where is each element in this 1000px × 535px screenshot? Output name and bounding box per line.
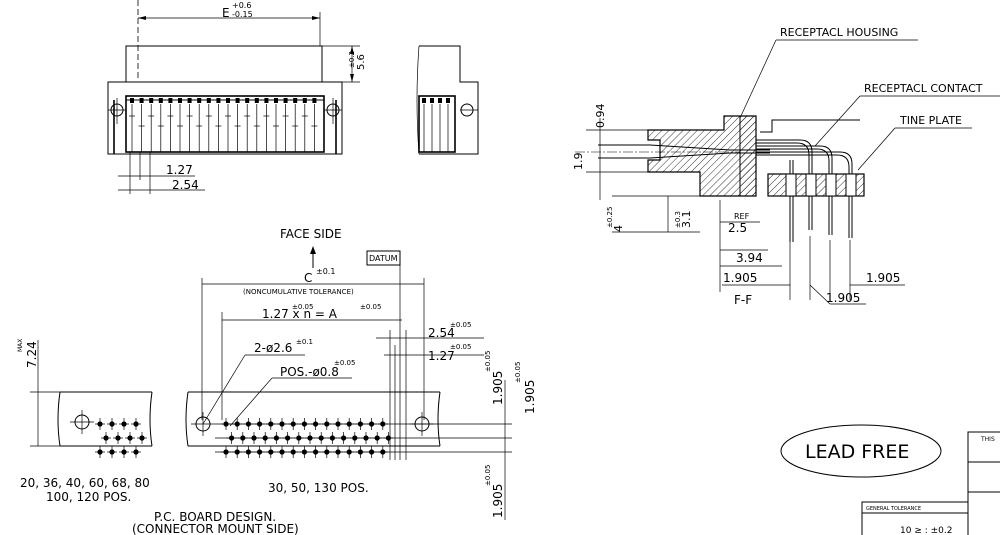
dim-127: 1.27 [428,349,455,363]
pin-head [139,98,144,103]
pitch-formula: 1.27 x n = A [262,307,338,321]
pin-head [130,98,134,103]
dim-1905-1-tol: ±0.05 [484,351,492,372]
pin-head [312,98,317,103]
side-pin-head [422,98,426,103]
side-view [416,45,479,155]
dim-394: 3.94 [736,251,763,265]
pitch-2: 2.54 [172,178,199,192]
front-pins [129,98,318,152]
pin-head [168,98,173,103]
dim-e-tol-plus: +0.6 [232,1,251,10]
pcb-layout: FACE SIDE DATUM C ±0.1 (NONCUMULATIVE TO… [17,227,537,535]
dim-1905-2: 1.905 [523,380,537,414]
noncum: (NONCUMULATIVE TOLERANCE) [243,288,354,296]
dim-1905-3-tol: ±0.05 [484,465,492,486]
view-name: F-F [734,293,752,307]
pin-head [216,98,221,103]
pin-head [245,98,250,103]
dim-4: 4 [612,225,625,232]
side-pins [422,98,450,152]
dim-31-tol: ±0.3 [674,211,682,228]
pin-head [235,98,240,103]
pin-head [226,98,230,103]
section-view: RECEPTACL HOUSING RECEPTACL CONTACT TINE… [572,26,1000,307]
pin-head [158,98,163,103]
pin-head [293,98,298,103]
pin-head [302,98,307,103]
hole-pos-tol: ±0.05 [334,359,355,367]
dim-1905-3: 1.905 [491,484,505,518]
dim-31: 3.1 [680,211,693,229]
side-pin-head [446,98,450,103]
pin-head [283,98,288,103]
hole-pos: POS.-ø0.8 [280,365,339,379]
dim-1905b: 1.905 [826,291,860,305]
dim-1905a: 1.905 [723,271,757,285]
pin-head [149,98,154,103]
dim-e-tol-minus: -0.15 [232,10,253,19]
dim-1905-1: 1.905 [491,371,505,405]
pcb-holes-left [95,418,147,458]
dim-254-tol: ±0.05 [450,321,471,329]
pos-left-1: 20, 36, 40, 60, 68, 80 [20,476,150,490]
dim-e-label: E [222,6,230,20]
label-contact: RECEPTACL CONTACT [864,82,983,95]
dim-1905-2-tol: ±0.05 [514,362,522,383]
tol-row: 10 ≥ : ±0.2 [900,526,952,535]
dim-height-tol: ±0.2 [348,51,356,68]
caption-1: P.C. BOARD DESIGN. [154,510,276,524]
dim-094: 0.94 [594,104,607,129]
dim-19: 1.9 [572,153,585,171]
pos-right: 30, 50, 130 POS. [268,481,369,495]
dim-254: 2.54 [428,326,455,340]
max-word: MAX [17,339,24,352]
dim-c-tol: ±0.1 [316,267,335,276]
pin-head [187,98,192,103]
ref-val: 2.5 [728,221,747,235]
face-side: FACE SIDE [280,227,342,241]
hole-big: 2-ø2.6 [254,341,292,355]
label-housing: RECEPTACL HOUSING [780,26,898,39]
dim-127-tol: ±0.05 [450,343,471,351]
a-tol: ±0.05 [360,303,381,311]
pin-head [206,98,211,103]
pin-head [254,98,259,103]
front-view: E +0.6 -0.15 5.6 ±0.2 1.27 2.54 [107,0,367,194]
hole-big-tol: ±0.1 [296,338,313,346]
pos-left-2: 100, 120 POS. [46,490,131,504]
this-text: THIS [980,436,995,443]
lead-free: LEAD FREE [805,441,909,463]
side-pin-head [438,98,442,103]
title-block: LEAD FREE THIS GENERAL TOLERANCE 10 ≥ : … [780,424,1000,535]
ref-word: REF [734,212,750,221]
dim-4-tol: ±0.25 [606,207,614,228]
lead-free-ellipse [780,424,942,478]
pin-head [178,98,182,103]
pin-head [274,98,278,103]
dim-c: C [304,271,312,285]
pin-head [264,98,269,103]
pitch-tol: ±0.05 [292,303,313,311]
general-tolerance: GENERAL TOLERANCE [866,506,921,512]
dim-height: 5.6 [356,54,367,70]
caption-2: (CONNECTOR MOUNT SIDE) [132,522,299,535]
pitch-1: 1.27 [166,163,193,177]
pin-head [197,98,202,103]
side-pin-head [430,98,434,103]
max-val: 7.24 [25,341,39,368]
dim-1905c: 1.905 [866,271,900,285]
label-tine: TINE PLATE [899,114,962,127]
datum: DATUM [369,254,398,263]
